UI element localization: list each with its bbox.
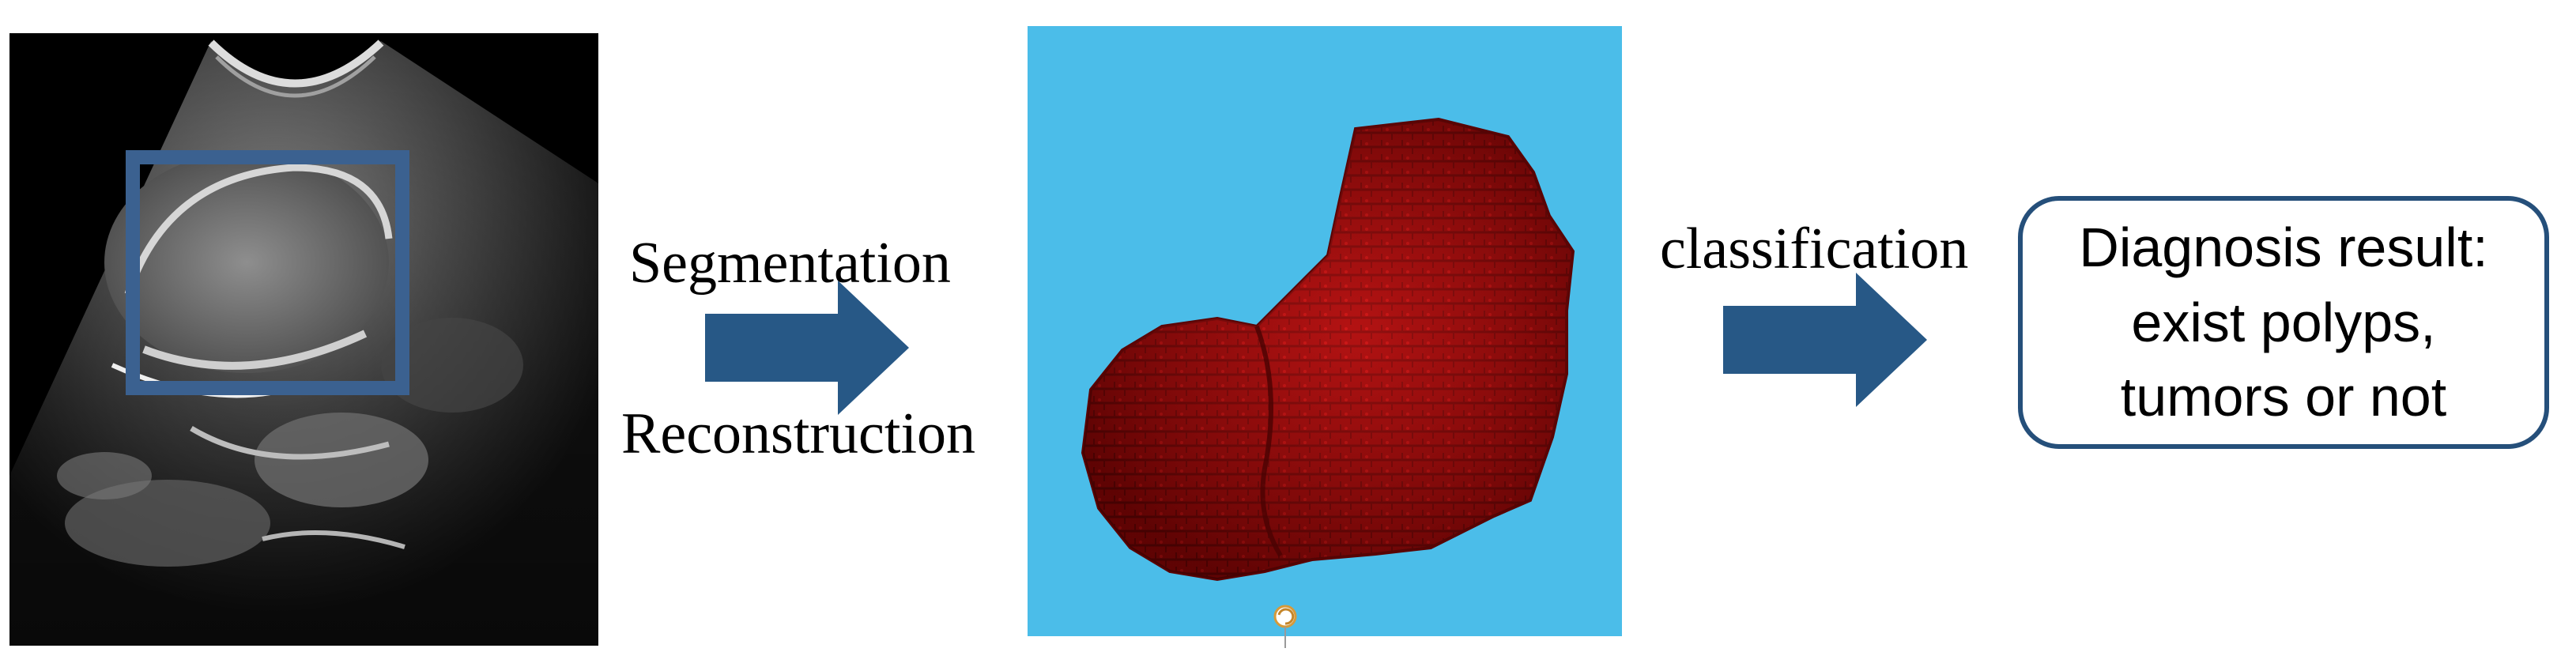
segmentation-label: Segmentation	[629, 231, 951, 296]
ultrasound-image	[9, 33, 598, 646]
right-arrow-icon	[705, 281, 909, 415]
reconstruction-3d-model	[1028, 26, 1622, 636]
result-line-1: Diagnosis result:	[2079, 217, 2488, 279]
roi-box	[126, 150, 409, 395]
right-arrow-icon	[1723, 273, 1927, 407]
diagnosis-result-box: Diagnosis result: exist polyps, tumors o…	[2018, 196, 2549, 449]
reconstruction-label: Reconstruction	[621, 401, 976, 466]
result-line-2: exist polyps,	[2131, 291, 2436, 353]
result-line-3: tumors or not	[2120, 366, 2447, 428]
rotate-handle-icon[interactable]	[1269, 601, 1301, 648]
classification-label: classification	[1660, 217, 1969, 281]
